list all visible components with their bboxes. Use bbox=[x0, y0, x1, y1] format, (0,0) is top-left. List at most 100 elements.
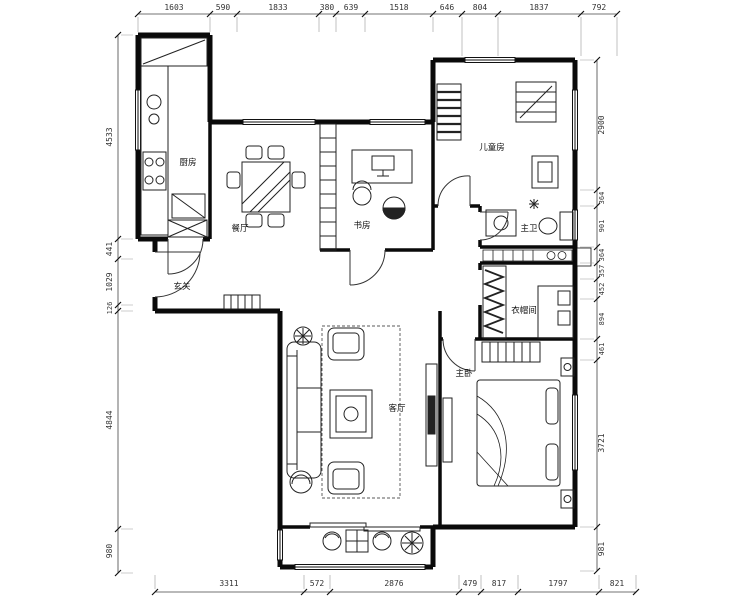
furniture-bath bbox=[485, 199, 574, 241]
toilet-tank bbox=[559, 211, 574, 241]
dim-right-7: 461 bbox=[598, 343, 606, 356]
kitchen-stove bbox=[142, 151, 167, 191]
plant-icon bbox=[293, 326, 313, 346]
coffee-table bbox=[329, 389, 373, 439]
kitchen-fridge bbox=[171, 193, 206, 219]
plant-icon bbox=[400, 531, 424, 555]
cloak-bed bbox=[537, 285, 574, 339]
dim-right-5: 452 bbox=[598, 283, 606, 296]
furniture-kitchen bbox=[140, 37, 208, 238]
dim-values-bottom: 3311 572 2876 479 817 1797 821 bbox=[219, 579, 624, 588]
dining-chair bbox=[291, 171, 306, 189]
dim-right-4: 357 bbox=[598, 265, 606, 278]
window-kids-top bbox=[464, 57, 516, 63]
dimension-ticks bbox=[114, 10, 640, 596]
outer-wall-path bbox=[135, 32, 578, 570]
furniture-cloak bbox=[482, 265, 574, 339]
study-bookshelf bbox=[319, 123, 337, 251]
window-balcony-left bbox=[277, 529, 283, 561]
room-label-kids: 儿童房 bbox=[479, 142, 505, 153]
kitchen-sink bbox=[146, 94, 162, 110]
bath-vanity bbox=[485, 209, 517, 237]
dim-bottom-0: 3311 bbox=[219, 579, 238, 588]
sofa-single bbox=[327, 327, 365, 361]
balcony-chair bbox=[322, 531, 342, 551]
dim-left-4: 4844 bbox=[105, 410, 114, 429]
dim-bottom-5: 1797 bbox=[548, 579, 567, 588]
tv-cabinet bbox=[425, 363, 438, 467]
bath-sink bbox=[493, 215, 509, 231]
room-label-dining: 餐厅 bbox=[231, 224, 249, 234]
kids-desk bbox=[531, 155, 559, 189]
dim-bottom-6: 821 bbox=[610, 579, 625, 588]
bed-pillow bbox=[545, 387, 559, 425]
dim-top-3: 380 bbox=[320, 3, 335, 12]
sliding-panel-right bbox=[363, 526, 421, 532]
dining-table bbox=[241, 161, 291, 213]
dimension-extensions bbox=[121, 17, 637, 589]
round-chair bbox=[289, 470, 313, 494]
dim-bottom-4: 817 bbox=[492, 579, 507, 588]
dim-right-1: 364 bbox=[598, 192, 606, 205]
room-label-kitchen: 厨房 bbox=[179, 157, 196, 168]
room-label-bedroom: 主卧 bbox=[455, 368, 473, 379]
dim-left-5: 980 bbox=[105, 544, 114, 559]
dim-values-left: 4533 441 1029 126 4844 980 bbox=[105, 127, 114, 558]
dim-top-6: 646 bbox=[440, 3, 455, 12]
kitchen-counter bbox=[140, 65, 169, 236]
dim-right-6: 894 bbox=[598, 313, 606, 326]
bedroom-dresser bbox=[442, 397, 453, 463]
dining-chair bbox=[245, 213, 263, 228]
balcony-sliding-door bbox=[309, 522, 421, 532]
dim-top-4: 639 bbox=[344, 3, 359, 12]
sofa-single bbox=[327, 461, 365, 495]
room-label-living: 客厅 bbox=[388, 403, 406, 414]
dim-bottom-2: 2876 bbox=[384, 579, 403, 588]
room-label-bath: 主卫 bbox=[520, 223, 538, 234]
bed-pillow bbox=[545, 443, 559, 481]
kitchen-base-cabinet bbox=[167, 219, 208, 238]
bedroom-door bbox=[442, 338, 476, 372]
kids-wardrobe bbox=[436, 83, 462, 141]
window-kids-right bbox=[572, 89, 578, 151]
window-bedroom-right bbox=[572, 394, 578, 471]
window-kitchen-left bbox=[135, 89, 141, 151]
dim-bottom-3: 479 bbox=[463, 579, 478, 588]
cloak-wardrobe bbox=[482, 265, 507, 339]
entry-door bbox=[154, 251, 201, 298]
dim-right-8: 3721 bbox=[597, 433, 606, 452]
nightstand bbox=[560, 357, 575, 377]
study-monitor bbox=[371, 155, 395, 171]
shoe-cabinet bbox=[223, 294, 261, 310]
bedroom-wardrobe bbox=[481, 341, 541, 363]
furniture-balcony bbox=[322, 529, 424, 555]
dim-top-2: 1833 bbox=[268, 3, 287, 12]
dim-top-9: 792 bbox=[592, 3, 607, 12]
dim-right-2: 901 bbox=[598, 220, 606, 233]
furniture-study bbox=[319, 123, 413, 251]
bath-door bbox=[479, 211, 509, 241]
furniture-hall bbox=[223, 294, 261, 310]
cloak-pillow bbox=[557, 310, 571, 326]
kitchen-door bbox=[167, 238, 204, 275]
dim-right-9: 981 bbox=[597, 542, 606, 557]
dim-bottom-1: 572 bbox=[310, 579, 325, 588]
room-label-cloak: 衣帽间 bbox=[511, 305, 537, 316]
furniture-dining bbox=[226, 145, 306, 228]
furniture-living bbox=[286, 325, 438, 499]
dim-right-3: 364 bbox=[598, 249, 606, 262]
nightstand bbox=[560, 489, 575, 509]
kitchen-top-cabinet bbox=[140, 37, 208, 67]
balcony-chair bbox=[372, 531, 392, 551]
window-dining-top bbox=[242, 119, 316, 125]
walls-outer bbox=[135, 32, 578, 570]
doors bbox=[154, 175, 509, 372]
furniture-bedroom bbox=[442, 341, 575, 509]
room-label-entry: 玄关 bbox=[173, 281, 191, 292]
tv bbox=[427, 395, 436, 435]
bed bbox=[476, 379, 561, 487]
toilet-bowl bbox=[538, 217, 558, 235]
dining-chair bbox=[267, 145, 285, 160]
dimension-lines bbox=[117, 13, 636, 593]
